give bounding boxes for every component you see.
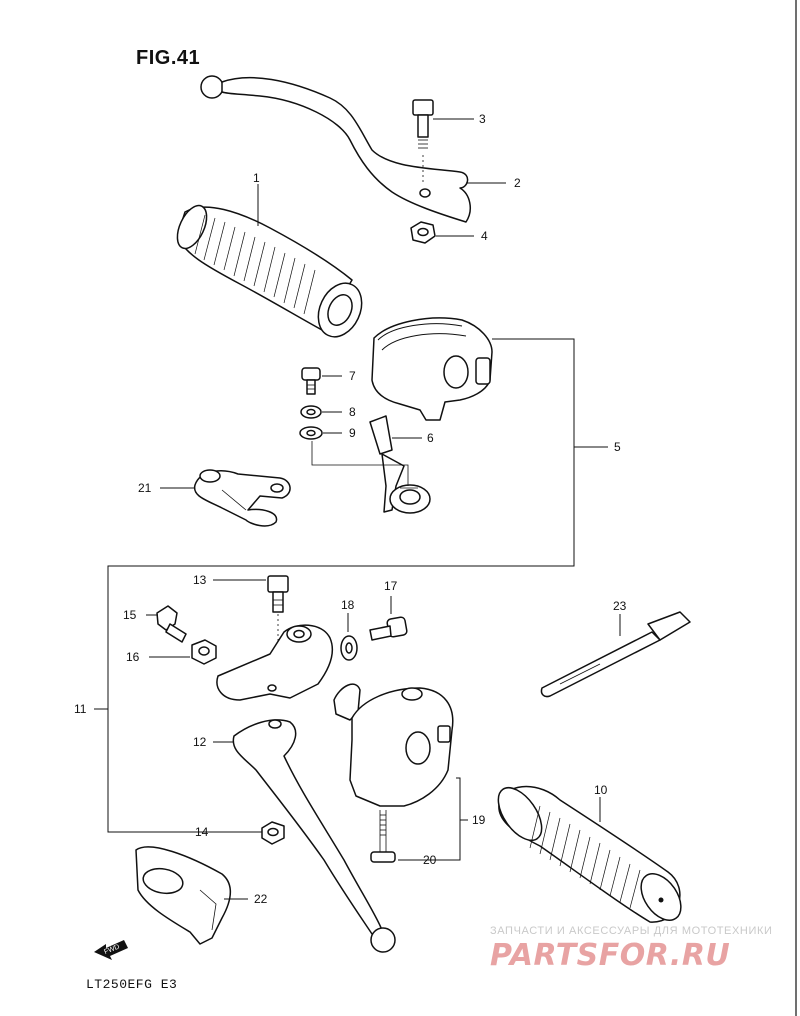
callout-7: 7	[349, 369, 356, 383]
model-code: LT250EFG E3	[86, 977, 177, 992]
callout-18: 18	[341, 598, 355, 612]
part-16-washer	[191, 639, 217, 665]
part-8-washer	[300, 405, 322, 419]
forward-arrow-icon: FWD	[94, 940, 128, 960]
callout-2: 2	[514, 176, 521, 190]
leader-lines	[94, 118, 621, 900]
callout-1: 1	[253, 171, 260, 185]
part-15-bolt	[156, 605, 187, 643]
part-13-bolt	[267, 575, 289, 660]
part-4-nut	[410, 221, 436, 244]
callout-5: 5	[614, 440, 621, 454]
part-21-clamp-bracket	[193, 469, 291, 527]
callout-6: 6	[427, 431, 434, 445]
part-2-brake-lever	[200, 75, 472, 223]
part-7-screw	[301, 367, 321, 395]
callout-20: 20	[423, 853, 437, 867]
callout-17: 17	[384, 579, 398, 593]
callout-numbers: 1 2 3 4 5 6 7 8 9 10 11 12 13 14 15 16 1…	[74, 112, 627, 906]
callout-23: 23	[613, 599, 627, 613]
callout-15: 15	[123, 608, 137, 622]
callout-22: 22	[254, 892, 268, 906]
part-12-clutch-lever	[232, 719, 396, 953]
callout-11: 11	[74, 702, 87, 716]
part-18-washer	[340, 635, 358, 661]
part-9-washer	[299, 426, 323, 440]
callout-14: 14	[195, 825, 209, 839]
callout-21: 21	[138, 481, 152, 495]
callout-8: 8	[349, 405, 356, 419]
part-23-cable-tie	[540, 611, 691, 698]
callout-9: 9	[349, 426, 356, 440]
watermark-brand: PARTSFOR.RU	[490, 938, 730, 973]
part-10-grip-right	[497, 785, 682, 923]
part-5-throttle-housing	[371, 317, 493, 421]
part-14-nut	[261, 821, 285, 845]
part-20-screw	[370, 810, 396, 863]
callout-10: 10	[594, 783, 608, 797]
part-1-grip-left	[176, 204, 363, 338]
figure-title: FIG.41	[136, 47, 200, 69]
callout-13: 13	[193, 573, 207, 587]
callout-12: 12	[193, 735, 207, 749]
callout-16: 16	[126, 650, 140, 664]
callout-19: 19	[472, 813, 486, 827]
part-6-cable-bracket	[369, 415, 431, 514]
callout-4: 4	[481, 229, 488, 243]
callout-3: 3	[479, 112, 486, 126]
watermark-caption: ЗАПЧАСТИ И АКСЕССУАРЫ ДЛЯ МОТОТЕХНИКИ	[490, 925, 772, 937]
part-22-lever-cover	[135, 846, 231, 945]
part-11-lever-holder	[216, 624, 334, 701]
part-19-handlebar-switch	[333, 683, 454, 807]
part-3-bolt	[412, 99, 434, 182]
part-17-screw	[369, 616, 408, 641]
